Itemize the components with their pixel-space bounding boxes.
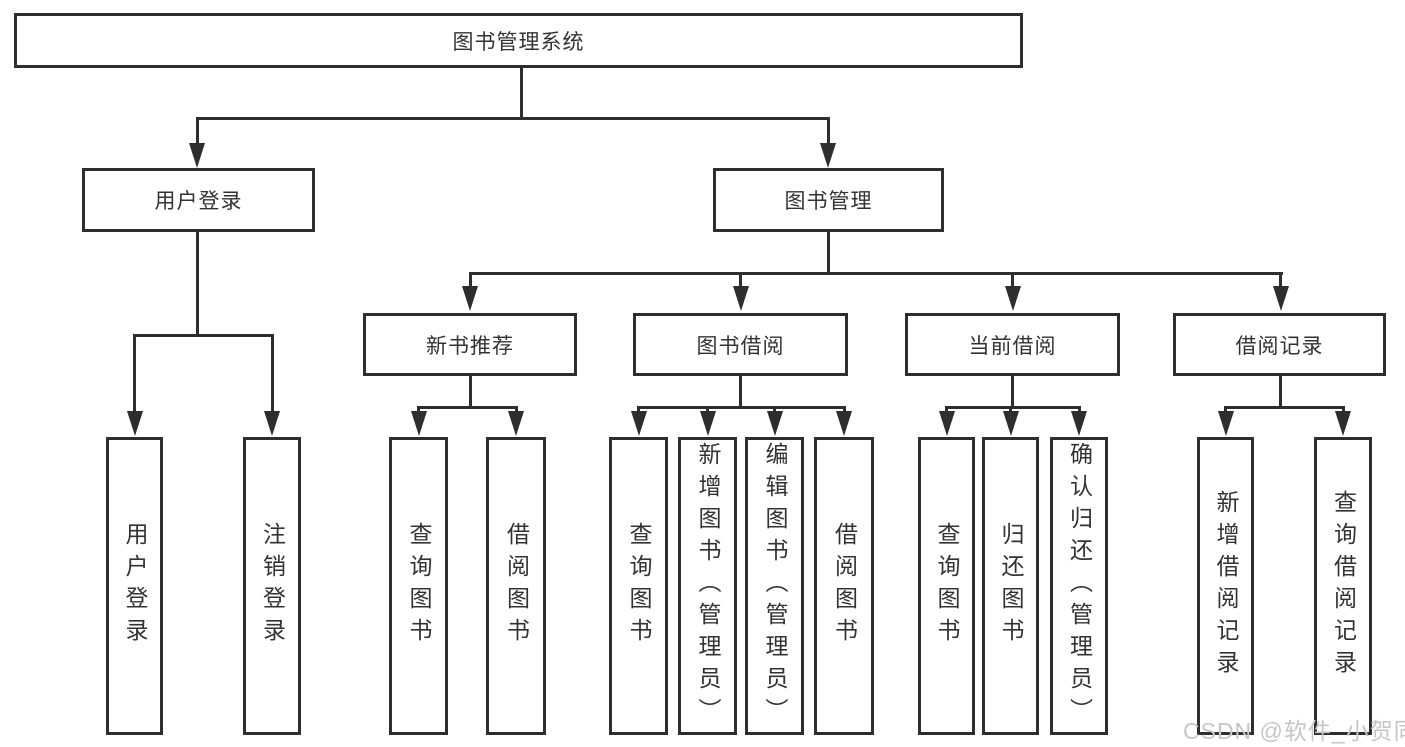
leaf-label: 借阅图书	[503, 522, 530, 650]
leaf-label: 确认归还（管理员）	[1066, 442, 1093, 730]
connector-drop-group	[739, 272, 742, 290]
connector-book-borrow-rail	[637, 406, 846, 409]
connector-drop-leaf	[417, 406, 420, 414]
connector-drop-leaf	[1078, 406, 1081, 414]
connector-drop-leaf	[515, 406, 518, 414]
arrow-down-icon	[700, 411, 716, 436]
arrow-down-icon	[1218, 411, 1234, 436]
leaf-label: 新增借阅记录	[1213, 490, 1239, 682]
connector-book-management-stem	[827, 231, 830, 275]
arrow-down-icon	[1005, 286, 1021, 311]
connector-user-login-stem	[196, 231, 199, 337]
arrow-down-icon	[189, 143, 205, 168]
connector-borrow-records-rail	[1224, 406, 1345, 409]
node-book-borrow: 图书借阅	[633, 313, 848, 376]
leaf-label: 注销登录	[259, 522, 286, 650]
csdn-watermark: CSDN @软件_小贺同学	[1183, 712, 1405, 746]
leaf-current-query-books: 查询图书	[918, 437, 975, 735]
connector-drop-leaf	[1224, 406, 1227, 414]
connector-user-login-rail	[133, 334, 274, 337]
arrow-down-icon	[508, 411, 524, 436]
arrow-down-icon	[1335, 411, 1351, 436]
node-borrow-records: 借阅记录	[1173, 313, 1386, 376]
leaf-label: 查询借阅记录	[1330, 490, 1357, 682]
arrow-down-icon	[820, 143, 836, 168]
arrow-down-icon	[836, 411, 852, 436]
connector-drop-leaf	[1009, 406, 1012, 414]
leaf-label: 新增图书（管理员）	[695, 442, 721, 730]
connector-borrow-records-stem	[1279, 375, 1282, 409]
leaf-records-query-record: 查询借阅记录	[1314, 437, 1372, 735]
arrow-down-icon	[127, 411, 143, 436]
arrow-down-icon	[1071, 411, 1087, 436]
connector-current-borrow-rail	[945, 406, 1080, 409]
leaf-borrow-edit-books: 编辑图书（管理员）	[745, 437, 804, 735]
arrow-down-icon	[462, 286, 478, 311]
connector-drop-leaf	[271, 334, 274, 414]
leaf-current-confirm-return: 确认归还（管理员）	[1050, 437, 1108, 735]
arrow-down-icon	[631, 411, 647, 436]
connector-drop-book-management	[827, 117, 830, 147]
connector-book-borrow-stem	[739, 375, 742, 409]
connector-root-stem	[520, 67, 523, 120]
leaf-label: 借阅图书	[831, 522, 858, 650]
leaf-label: 归还图书	[998, 522, 1024, 650]
connector-drop-leaf	[133, 334, 136, 414]
leaf-newrec-borrow-books: 借阅图书	[486, 437, 546, 735]
arrow-down-icon	[264, 411, 280, 436]
node-user-login: 用户登录	[82, 168, 315, 232]
node-current-borrow: 当前借阅	[905, 313, 1120, 376]
leaf-label: 查询图书	[626, 522, 652, 650]
arrow-down-icon	[733, 286, 749, 311]
connector-drop-leaf	[773, 406, 776, 414]
leaf-label: 编辑图书（管理员）	[762, 442, 788, 730]
connector-drop-leaf	[945, 406, 948, 414]
leaf-logout: 注销登录	[243, 437, 301, 735]
arrow-down-icon	[1273, 286, 1289, 311]
watermark-text: CSDN @软件_小贺同	[1183, 718, 1405, 744]
connector-new-book-stem	[469, 375, 472, 409]
connector-drop-leaf	[1342, 406, 1345, 414]
leaf-current-return-books: 归还图书	[982, 437, 1039, 735]
leaf-label: 查询图书	[406, 522, 432, 650]
arrow-down-icon	[939, 411, 955, 436]
arrow-down-icon	[767, 411, 783, 436]
connector-level2-rail	[469, 272, 1283, 275]
leaf-label: 用户登录	[122, 522, 148, 650]
connector-drop-leaf	[843, 406, 846, 414]
connector-drop-leaf	[637, 406, 640, 414]
connector-new-book-rail	[417, 406, 518, 409]
node-new-book-recommend: 新书推荐	[363, 313, 577, 376]
connector-drop-leaf	[706, 406, 709, 414]
connector-level1-rail	[196, 117, 830, 120]
arrow-down-icon	[1003, 411, 1019, 436]
node-root: 图书管理系统	[14, 13, 1023, 68]
connector-drop-group	[1011, 272, 1014, 290]
leaf-borrow-query-books: 查询图书	[609, 437, 668, 735]
leaf-newrec-query-books: 查询图书	[389, 437, 448, 735]
node-book-management: 图书管理	[713, 168, 944, 232]
connector-drop-group	[469, 272, 472, 290]
leaf-borrow-add-books: 新增图书（管理员）	[678, 437, 737, 735]
connector-drop-user-login	[196, 117, 199, 147]
leaf-label: 查询图书	[934, 522, 960, 650]
leaf-user-login: 用户登录	[106, 437, 163, 735]
leaf-borrow-borrow-books: 借阅图书	[814, 437, 874, 735]
connector-current-borrow-stem	[1011, 375, 1014, 409]
leaf-records-add-record: 新增借阅记录	[1197, 437, 1254, 735]
arrow-down-icon	[411, 411, 427, 436]
connector-drop-group	[1279, 272, 1282, 290]
